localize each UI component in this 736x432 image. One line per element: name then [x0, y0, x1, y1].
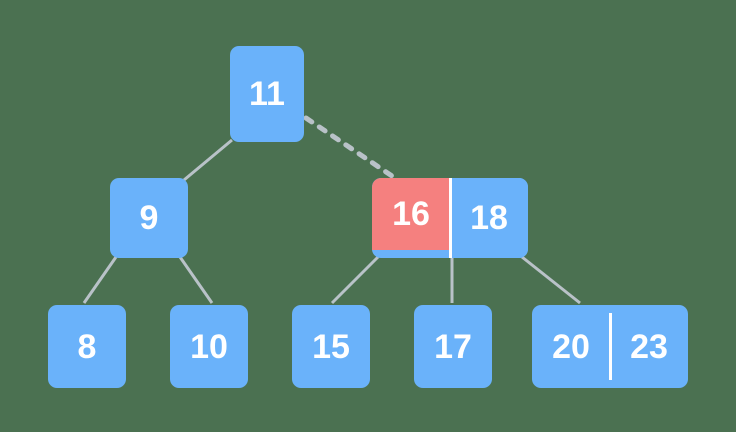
- tree-key-label: 15: [312, 327, 350, 366]
- tree-key-label: 17: [434, 327, 472, 366]
- tree-key-label: 20: [552, 327, 590, 366]
- tree-key-cell-leaf-20-23-23[interactable]: 23: [610, 305, 688, 388]
- tree-key-cell-leaf-20-23-20[interactable]: 20: [532, 305, 610, 388]
- tree-node-root[interactable]: 11: [230, 46, 304, 142]
- tree-key-divider-internal-right-0: [449, 178, 452, 258]
- tree-key-cell-internal-left-9[interactable]: 9: [110, 178, 188, 258]
- tree-key-cell-leaf-17-17[interactable]: 17: [414, 305, 492, 388]
- tree-key-cell-leaf-10-10[interactable]: 10: [170, 305, 248, 388]
- tree-key-label: 9: [139, 199, 159, 237]
- tree-node-leaf-8[interactable]: 8: [48, 305, 126, 388]
- tree-key-cell-root-11[interactable]: 11: [230, 46, 304, 142]
- tree-edge-16-18-to-20-23: [521, 255, 581, 305]
- tree-key-label: 8: [77, 327, 97, 366]
- tree-node-leaf-15[interactable]: 15: [292, 305, 370, 388]
- tree-key-label: 16: [392, 195, 430, 233]
- tree-node-internal-left[interactable]: 9: [110, 178, 188, 258]
- tree-key-cell-leaf-15-15[interactable]: 15: [292, 305, 370, 388]
- tree-key-divider-leaf-20-23-0: [609, 313, 612, 380]
- tree-key-label: 18: [470, 199, 508, 237]
- tree-node-leaf-10[interactable]: 10: [170, 305, 248, 388]
- tree-node-leaf-17[interactable]: 17: [414, 305, 492, 388]
- tree-key-cell-internal-right-16[interactable]: 16: [372, 178, 450, 250]
- tree-edge-9-to-10: [178, 256, 214, 304]
- tree-key-cell-internal-right-18[interactable]: 18: [450, 178, 528, 258]
- tree-key-cell-leaf-8-8[interactable]: 8: [48, 305, 126, 388]
- tree-key-label: 11: [249, 75, 285, 113]
- tree-edge-root-to-16-18: [303, 115, 395, 179]
- tree-edge-root-to-9: [183, 138, 233, 182]
- tree-edge-16-18-to-15: [330, 255, 380, 305]
- tree-edge-9-to-8: [82, 256, 118, 304]
- tree-key-label: 23: [630, 327, 668, 366]
- tree-key-label: 10: [190, 327, 228, 366]
